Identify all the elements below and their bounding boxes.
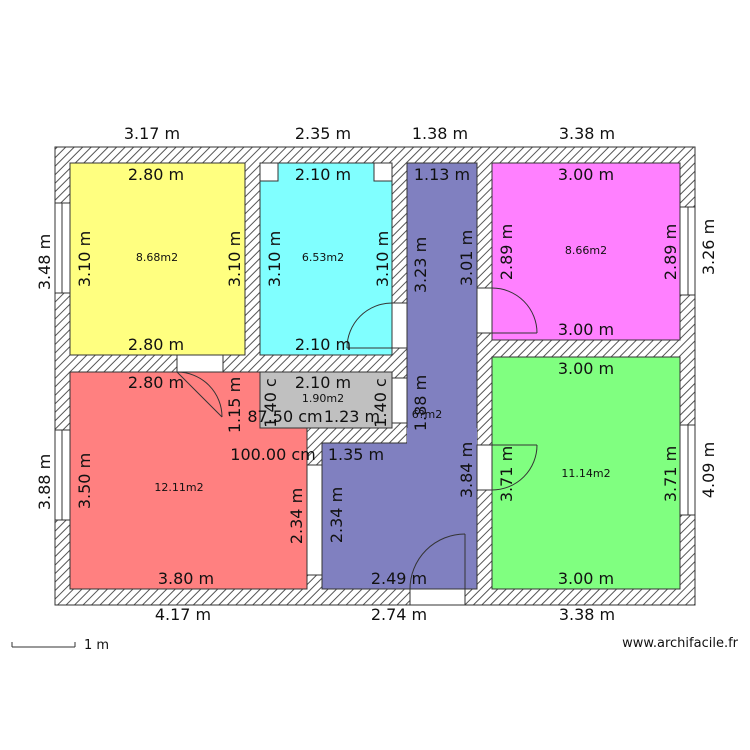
gray-right-dim: 1.40 c (371, 378, 390, 428)
dim-left-1: 3.48 m (35, 234, 54, 290)
dim-right-2: 4.09 m (699, 442, 718, 498)
cyan-area: 6.53m2 (302, 251, 344, 264)
dim-right-1: 3.26 m (699, 219, 718, 275)
cyan-bottom-dim: 2.10 m (295, 335, 351, 354)
room-corridor-join (407, 428, 477, 448)
cyan-top-dim: 2.10 m (295, 165, 351, 184)
corridor-right-upper-dim: 3.01 m (457, 230, 476, 286)
green-left-dim: 3.71 m (497, 446, 516, 502)
door-gap-gray (391, 377, 408, 424)
magenta-bottom-dim: 3.00 m (558, 320, 614, 339)
room-gray[interactable] (259, 371, 393, 429)
gray-area: 1.90m2 (302, 392, 344, 405)
green-area: 11.14m2 (561, 467, 610, 480)
green-top-dim: 3.00 m (558, 359, 614, 378)
red-bottom-dim: 3.80 m (158, 569, 214, 588)
corridor-bottom-dim: 2.49 m (371, 569, 427, 588)
room-yellow[interactable] (69, 162, 246, 356)
red-area: 12.11m2 (154, 481, 203, 494)
corridor-right-lower-dim: 3.84 m (457, 442, 476, 498)
scale-label: 1 m (84, 638, 109, 653)
hall-width-dim: 100.00 cm (230, 445, 315, 464)
green-bottom-dim: 3.00 m (558, 569, 614, 588)
magenta-right-dim: 2.89 m (661, 224, 680, 280)
yellow-bottom-dim: 2.80 m (128, 335, 184, 354)
room-corridor-upper[interactable] (406, 162, 478, 444)
corridor-middle-dim: 1.88 m (411, 375, 430, 431)
gray-bottom-dim-b: 1.23 m (324, 407, 380, 426)
gray-top-dim: 2.10 m (295, 373, 351, 392)
cyan-right-dim: 3.10 m (373, 231, 392, 287)
magenta-top-dim: 3.00 m (558, 165, 614, 184)
red-side-dim: 1.15 m (225, 377, 244, 433)
cyan-left-dim: 3.10 m (265, 231, 284, 287)
fixture-square-left (259, 162, 279, 182)
fixture-square-right (373, 162, 393, 182)
corridor-left-upper-dim: 3.23 m (411, 237, 430, 293)
gray-left-dim: 1.40 c (261, 378, 280, 428)
green-right-dim: 3.71 m (661, 446, 680, 502)
corridor-top-dim: 1.13 m (414, 165, 470, 184)
dim-top-1: 3.17 m (124, 124, 180, 143)
dim-top-2: 2.35 m (295, 124, 351, 143)
dim-top-3: 1.38 m (412, 124, 468, 143)
yellow-top-dim: 2.80 m (128, 165, 184, 184)
room-magenta[interactable] (491, 162, 681, 341)
dim-bottom-2: 2.74 m (371, 605, 427, 624)
corridor-left-lower-dim: 2.34 m (327, 487, 346, 543)
gray-bottom-dim-a: 87.50 cm (247, 407, 322, 426)
door-gap-cyan (391, 302, 408, 349)
room-cyan[interactable] (259, 162, 393, 356)
hall-step-dim: 1.35 m (328, 445, 384, 464)
red-right-dim: 2.34 m (287, 488, 306, 544)
dim-top-4: 3.38 m (559, 124, 615, 143)
door-gap-entrance (409, 588, 466, 606)
yellow-right-dim: 3.10 m (225, 231, 244, 287)
scale-bar (11, 642, 76, 648)
red-top-dim: 2.80 m (128, 373, 184, 392)
dim-bottom-3: 3.38 m (559, 605, 615, 624)
room-corridor-lower[interactable] (321, 442, 478, 590)
yellow-area: 8.68m2 (136, 251, 178, 264)
dim-bottom-1: 4.17 m (155, 605, 211, 624)
door-gap-red-right (306, 464, 323, 576)
red-left-dim: 3.50 m (75, 453, 94, 509)
door-swings (176, 287, 538, 590)
door-gap-red (176, 354, 224, 373)
magenta-left-dim: 2.89 m (497, 224, 516, 280)
brand-url[interactable]: www.archifacile.fr (622, 636, 738, 651)
door-gap-green (476, 444, 493, 491)
yellow-left-dim: 3.10 m (75, 231, 94, 287)
dim-left-2: 3.88 m (35, 454, 54, 510)
magenta-area: 8.66m2 (565, 244, 607, 257)
door-gap-magenta (476, 287, 493, 334)
room-green[interactable] (491, 356, 681, 590)
corridor-area: 6?m2 (412, 408, 443, 421)
